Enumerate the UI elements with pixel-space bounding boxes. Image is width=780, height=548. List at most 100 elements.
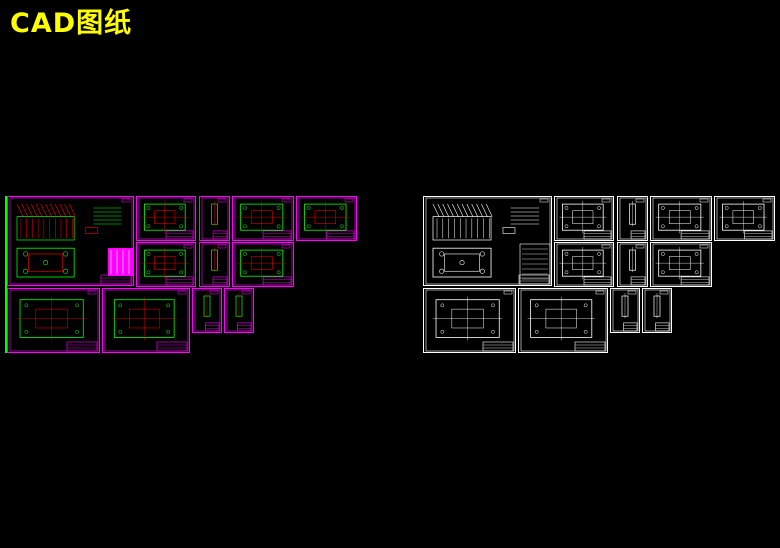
section-hatch bbox=[437, 203, 445, 217]
hole-circle bbox=[491, 303, 495, 308]
title-block bbox=[165, 230, 194, 240]
drawing-sheet[interactable] bbox=[714, 196, 775, 241]
hole-circle bbox=[306, 224, 311, 229]
sheet-frame bbox=[7, 288, 100, 353]
plan-view bbox=[16, 247, 75, 278]
title-block bbox=[574, 341, 606, 352]
sheet-frame bbox=[136, 242, 196, 287]
title-block bbox=[212, 230, 228, 240]
drawing-sheet[interactable] bbox=[650, 242, 712, 287]
plan-view bbox=[432, 247, 492, 278]
sheet-tag bbox=[699, 198, 709, 203]
drawing-sheet[interactable] bbox=[136, 196, 196, 241]
drawing-sheet[interactable] bbox=[617, 196, 648, 241]
title-block bbox=[156, 341, 188, 352]
section-hatch bbox=[476, 203, 483, 217]
hole-circle bbox=[276, 252, 281, 256]
sheet-tag bbox=[635, 244, 645, 249]
drawing-sheet[interactable] bbox=[617, 242, 648, 287]
hole-circle bbox=[43, 260, 49, 266]
section-hatch bbox=[64, 203, 71, 217]
drawing-sheet[interactable] bbox=[642, 288, 672, 333]
sheet-frame bbox=[232, 196, 294, 241]
drawing-sheet[interactable] bbox=[232, 242, 294, 287]
drawing-sheet[interactable] bbox=[7, 288, 100, 353]
drawing-sheet[interactable] bbox=[610, 288, 640, 333]
drawing-sheet[interactable] bbox=[296, 196, 357, 241]
sheet-inner-frame bbox=[9, 197, 133, 285]
hole-circle bbox=[118, 303, 123, 308]
hole-circle bbox=[758, 224, 762, 229]
sheet-tag bbox=[177, 290, 187, 295]
hole-circle bbox=[661, 270, 665, 275]
drawing-sheet[interactable] bbox=[136, 242, 196, 287]
hole-circle bbox=[23, 268, 29, 274]
hole-circle bbox=[146, 252, 151, 256]
sheet-frame bbox=[642, 288, 672, 333]
section-hatch bbox=[447, 203, 454, 217]
sheet-tag bbox=[121, 198, 131, 203]
sheet-frame bbox=[650, 242, 712, 287]
section-hatch bbox=[442, 203, 449, 217]
hole-circle bbox=[440, 303, 445, 308]
monochrome-drawing-set[interactable] bbox=[423, 196, 775, 353]
sheet-frame bbox=[714, 196, 775, 241]
section-hatch bbox=[45, 203, 52, 217]
color-drawing-set[interactable] bbox=[5, 196, 357, 353]
hole-circle bbox=[724, 224, 729, 229]
hole-circle bbox=[146, 224, 151, 229]
section-hatch bbox=[69, 203, 76, 217]
title-block bbox=[482, 341, 514, 352]
hole-circle bbox=[564, 206, 569, 210]
hole-circle bbox=[146, 270, 151, 275]
drawing-sheet[interactable] bbox=[519, 243, 551, 285]
drawing-sheet[interactable] bbox=[554, 196, 614, 241]
title-block bbox=[165, 276, 194, 286]
hole-circle bbox=[440, 329, 445, 334]
section-view bbox=[432, 216, 492, 241]
drawing-sheet[interactable] bbox=[518, 288, 608, 353]
sheet-frame bbox=[232, 242, 294, 287]
drawing-sheet[interactable] bbox=[199, 196, 230, 241]
sheet-tag bbox=[217, 198, 227, 203]
drawing-sheet[interactable] bbox=[199, 242, 230, 287]
drawing-sheet[interactable] bbox=[108, 248, 134, 276]
sheet-frame bbox=[224, 288, 254, 333]
hole-circle bbox=[439, 268, 445, 274]
plan-cavity bbox=[28, 253, 64, 272]
sheet-tag bbox=[281, 198, 291, 203]
sheet-frame bbox=[610, 288, 640, 333]
drawing-sheet[interactable] bbox=[192, 288, 222, 333]
drawing-sheet[interactable] bbox=[423, 288, 516, 353]
title-block bbox=[680, 276, 710, 286]
title-block bbox=[680, 230, 710, 240]
drawing-sheet[interactable] bbox=[102, 288, 190, 353]
drawing-sheet[interactable] bbox=[7, 196, 134, 286]
title-block bbox=[583, 230, 612, 240]
sheet-tag bbox=[659, 290, 669, 295]
sheet-tag bbox=[595, 290, 605, 295]
hole-circle bbox=[340, 224, 344, 229]
hole-circle bbox=[694, 224, 699, 229]
hole-circle bbox=[724, 206, 729, 210]
sheet-frame bbox=[136, 196, 196, 241]
hole-circle bbox=[661, 224, 665, 229]
title-block bbox=[630, 276, 646, 286]
hole-circle bbox=[243, 206, 247, 210]
drawing-sheet[interactable] bbox=[650, 196, 712, 241]
section-hatch bbox=[40, 203, 48, 217]
title-block bbox=[100, 274, 132, 285]
sheet-inner-frame bbox=[520, 289, 607, 352]
hole-circle bbox=[583, 329, 588, 334]
hole-circle bbox=[243, 252, 247, 256]
drawing-sheet[interactable] bbox=[423, 196, 552, 286]
sheet-tag bbox=[503, 290, 513, 295]
hole-circle bbox=[597, 224, 601, 229]
section-view bbox=[16, 216, 75, 241]
edge-accent bbox=[5, 196, 7, 353]
drawing-sheet[interactable] bbox=[554, 242, 614, 287]
drawing-sheet[interactable] bbox=[224, 288, 254, 333]
drawing-sheet[interactable] bbox=[232, 196, 294, 241]
hole-circle bbox=[306, 206, 311, 210]
sheet-frame bbox=[554, 196, 614, 241]
